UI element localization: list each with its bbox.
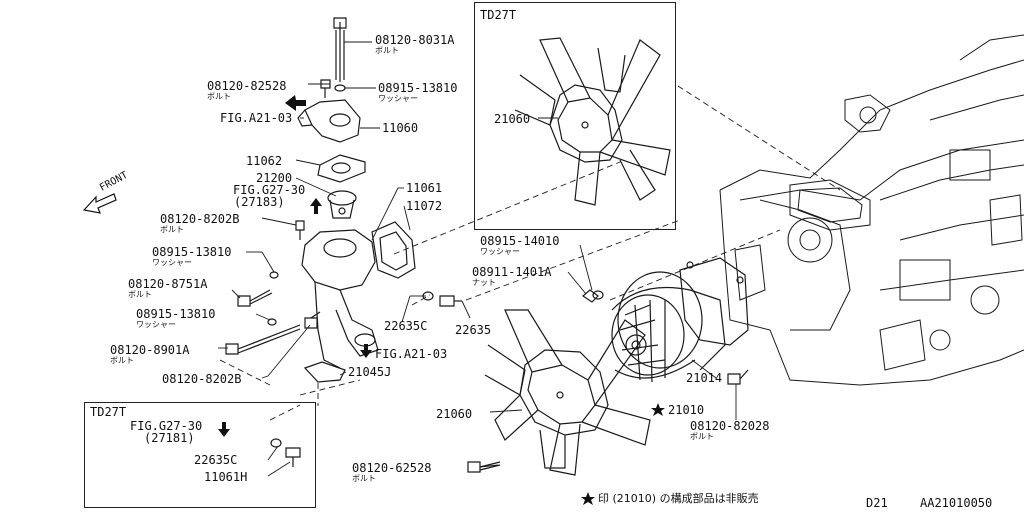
td27t-fan-inset-box bbox=[474, 2, 676, 230]
pump-bolts-drawing bbox=[468, 290, 748, 472]
label-fig-g27-30-a-sub: (27183) bbox=[234, 195, 285, 209]
label-fig-a21-03-top: FIG.A21-03 bbox=[220, 111, 293, 125]
star-markers bbox=[581, 403, 665, 505]
label-22635c: 22635C bbox=[384, 319, 428, 333]
label-fig-g27-30-a: FIG.G27-30 bbox=[233, 183, 306, 197]
label-bolt-08120-8901a: 08120-8901A bbox=[110, 343, 190, 357]
label-washer-08915-13810-top-name: ワッシャー bbox=[378, 94, 418, 103]
label-bolt-08120-82528: 08120-82528 bbox=[207, 79, 287, 93]
water-pump-drawing bbox=[612, 272, 725, 382]
label-22635: 22635 bbox=[455, 323, 492, 337]
label-11062: 11062 bbox=[246, 154, 283, 168]
label-bolt-08120-8751a: 08120-8751A bbox=[128, 277, 208, 291]
fan-drawing-bottom bbox=[485, 310, 650, 475]
label-washer-08915-13810-b: 08915-13810 bbox=[136, 307, 216, 321]
label-washer-08915-13810-b-name: ワッシャー bbox=[136, 320, 176, 329]
water-pump-gasket bbox=[680, 258, 748, 345]
td27t-sub-inset-title: TD27T bbox=[90, 405, 127, 419]
label-bolt-08120-82028-name: ボルト bbox=[690, 432, 714, 441]
label-bolt-08120-8031a-name: ボルト bbox=[375, 46, 399, 55]
label-21014: 21014 bbox=[686, 371, 723, 385]
label-bolt-08120-82028: 08120-82028 bbox=[690, 419, 770, 433]
label-bolt-08120-8751a-name: ボルト bbox=[128, 290, 152, 299]
label-bolt-08120-8901a-name: ボルト bbox=[110, 356, 134, 365]
label-washer-08915-14010: 08915-14010 bbox=[480, 234, 560, 248]
label-washer-08915-14010-name: ワッシャー bbox=[480, 247, 520, 256]
label-nut-08911-1401a-name: ナット bbox=[472, 278, 496, 287]
label-washer-08915-13810-a: 08915-13810 bbox=[152, 245, 232, 259]
leader-lines bbox=[218, 42, 736, 476]
label-bolt-08120-62528-name: ボルト bbox=[352, 474, 376, 483]
label-sub-22635c: 22635C bbox=[194, 453, 238, 467]
label-bolt-08120-8202b-b: 08120-8202B bbox=[162, 372, 242, 386]
label-washer-08915-13810-a-name: ワッシャー bbox=[152, 258, 192, 267]
label-bolt-08120-82528-name: ボルト bbox=[207, 92, 231, 101]
td27t-sub-parts-drawing bbox=[271, 439, 300, 467]
label-21200: 21200 bbox=[256, 171, 293, 185]
label-bolt-08120-8031a: 08120-8031A bbox=[375, 33, 455, 47]
footer-section: D21 bbox=[866, 496, 888, 510]
footer-id: AA21010050 bbox=[920, 496, 993, 510]
engine-block-drawing bbox=[720, 35, 1024, 385]
label-sub-fig-g27-30-sub: (27181) bbox=[144, 431, 195, 445]
label-11061: 11061 bbox=[406, 181, 443, 195]
front-arrow bbox=[84, 194, 116, 213]
label-11060: 11060 bbox=[382, 121, 419, 135]
label-bolt-08120-8202b-a-name: ボルト bbox=[160, 225, 184, 234]
label-21010: 21010 bbox=[668, 403, 705, 417]
label-sub-fig-g27-30: FIG.G27-30 bbox=[130, 419, 203, 433]
td27t-fan-inset-title: TD27T bbox=[480, 8, 517, 22]
label-nut-08911-1401a: 08911-1401A bbox=[472, 265, 552, 279]
label-fan-21060-bot: 21060 bbox=[436, 407, 473, 421]
label-fan-21060-top: 21060 bbox=[494, 112, 531, 126]
fan-drawing-top bbox=[515, 38, 670, 205]
label-sub-11061h: 11061H bbox=[204, 470, 248, 484]
label-fig-a21-03-bot: FIG.A21-03 bbox=[375, 347, 448, 361]
label-11072: 11072 bbox=[406, 199, 443, 213]
label-washer-08915-13810-top: 08915-13810 bbox=[378, 81, 458, 95]
direction-arrows bbox=[218, 95, 372, 437]
dashed-alignment-lines bbox=[220, 86, 840, 420]
footer-note: 印 (21010) の構成部品は非販売 bbox=[598, 492, 759, 505]
td27t-sub-inset-box bbox=[84, 402, 316, 508]
label-bolt-08120-8202b-a: 08120-8202B bbox=[160, 212, 240, 226]
label-21045j: 21045J bbox=[348, 365, 392, 379]
label-bolt-08120-62528: 08120-62528 bbox=[352, 461, 432, 475]
